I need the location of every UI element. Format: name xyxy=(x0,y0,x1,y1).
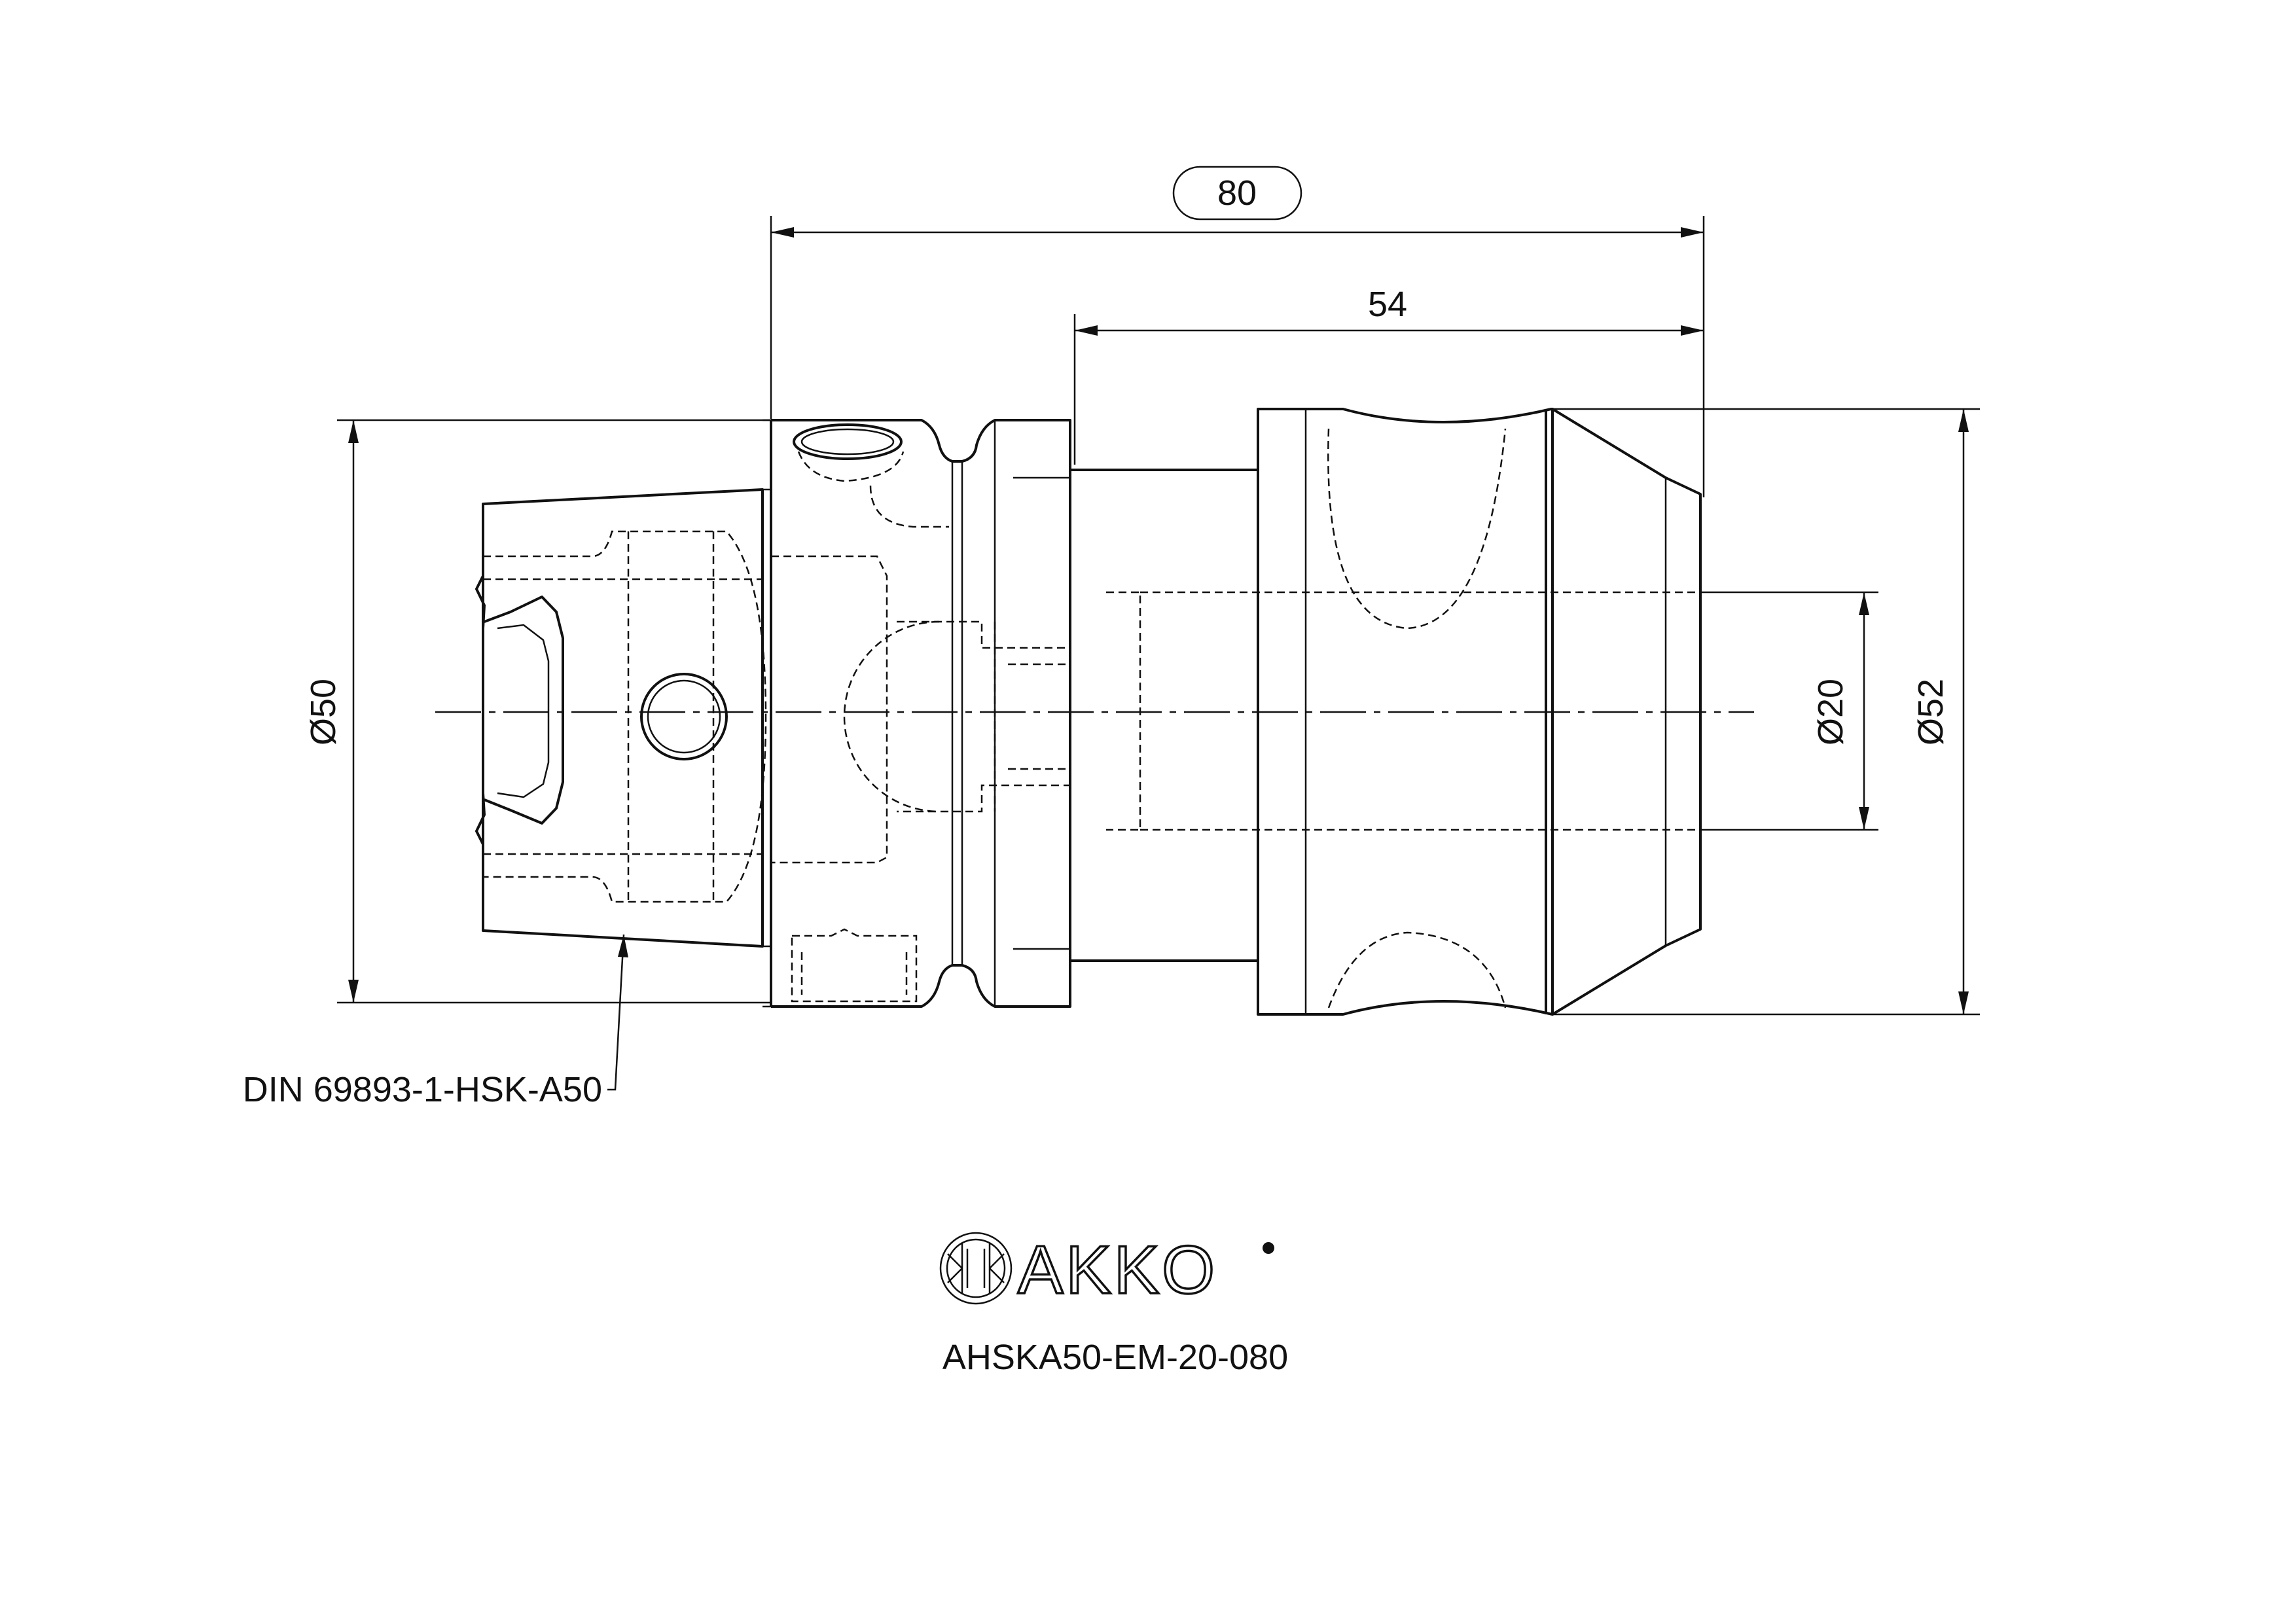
standard-leader: DIN 69893-1-HSK-A50 xyxy=(243,934,628,1109)
dimension-diameter-20-label: Ø20 xyxy=(1811,679,1850,745)
flange-hidden-details xyxy=(771,555,1071,1003)
hsk-taper-shank xyxy=(475,488,772,948)
registered-mark-icon xyxy=(1263,1242,1274,1254)
coolant-hole xyxy=(640,673,728,760)
dimension-diameter-52: Ø52 xyxy=(1552,408,1980,1016)
dimension-80-label: 80 xyxy=(1217,173,1257,213)
dimension-diameter-50: Ø50 xyxy=(304,419,771,1004)
flange-body xyxy=(762,419,1071,1008)
akko-emblem-icon xyxy=(939,1232,1013,1305)
standard-label: DIN 69893-1-HSK-A50 xyxy=(243,1070,602,1109)
akko-logo: AKKO xyxy=(939,1231,1274,1310)
dimension-54: 54 xyxy=(1073,285,1704,465)
hsk-hidden-details xyxy=(483,530,767,903)
dimension-diameter-52-label: Ø52 xyxy=(1911,679,1950,745)
dimension-diameter-50-label: Ø50 xyxy=(304,679,343,745)
orientation-slot xyxy=(793,423,949,528)
product-code: AHSKA50-EM-20-080 xyxy=(942,1338,1288,1377)
brand-wordmark: AKKO xyxy=(1018,1232,1217,1308)
shank-neck xyxy=(1069,469,1702,962)
dimension-80: 80 xyxy=(770,166,1705,497)
dimension-54-label: 54 xyxy=(1368,285,1407,324)
dimension-diameter-20: Ø20 xyxy=(1702,591,1878,831)
